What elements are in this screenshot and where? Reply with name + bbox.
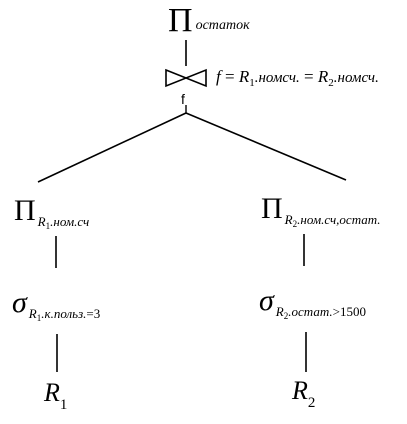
join-label: f [181, 91, 185, 107]
right-proj-rel: R [284, 212, 293, 227]
join-eq1: = [220, 67, 239, 86]
left-sigma: σ [12, 286, 27, 319]
join-condition: f = R1.номсч. = R2.номсч. [216, 67, 379, 89]
right-relation: R2 [292, 376, 315, 411]
right-sel-rel: R [275, 304, 284, 319]
left-proj-rel: R [37, 214, 46, 229]
left-proj-attrs: .ном.сч [50, 214, 90, 229]
right-relation-name: R [292, 376, 308, 405]
right-sel-cmp: >1500 [332, 304, 366, 319]
join-r2: R [317, 67, 329, 86]
join-f: f [216, 67, 221, 86]
right-proj-rel-sub: 2 [292, 219, 298, 229]
join-r1-attr: .номсч. [254, 70, 300, 86]
join-r2-sub: 2 [328, 77, 334, 89]
left-sel-rel-sub: 1 [36, 313, 42, 323]
join-eq2: = [299, 67, 318, 86]
left-relation-name: R [44, 378, 60, 407]
left-branch-edge [37, 112, 187, 183]
left-relation: R1 [44, 378, 67, 413]
join-r1-sub: 1 [249, 77, 255, 89]
root-pi: Π [168, 2, 193, 39]
right-proj-attrs: .ном.сч,остат. [297, 212, 381, 227]
join-r2-attr: .номсч. [333, 70, 379, 86]
left-sel-attrs: .к.польз. [41, 306, 87, 321]
left-pi: Π [14, 194, 36, 227]
left-proj-rel-sub: 1 [45, 221, 51, 231]
left-relation-sub: 1 [59, 397, 68, 413]
right-sel-attrs: .остат. [288, 304, 333, 319]
right-branch-edge [185, 112, 347, 181]
right-pi: Π [261, 192, 283, 225]
left-sel-rel: R [28, 306, 37, 321]
right-sel-rel-sub: 2 [283, 311, 289, 321]
right-relation-sub: 2 [307, 395, 316, 411]
join-bowtie-icon [165, 68, 207, 88]
left-sel-cmp: =3 [86, 306, 101, 321]
right-sigma: σ [259, 284, 274, 317]
root-projection-attrs: остаток [195, 18, 250, 33]
join-r1: R [238, 67, 250, 86]
